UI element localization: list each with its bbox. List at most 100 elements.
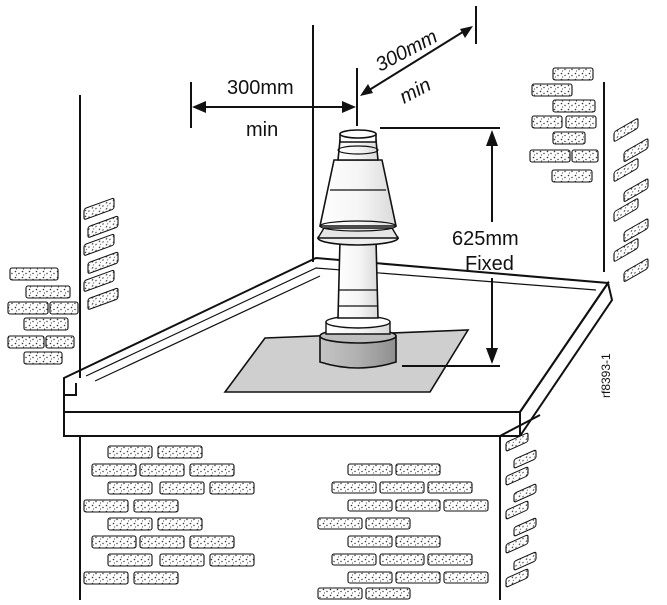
brick-lower-left-0 xyxy=(107,445,153,459)
brick-lower-right-0 xyxy=(347,463,393,476)
brick-lower-right-3 xyxy=(379,481,425,494)
brick-lower-right-6 xyxy=(395,499,441,512)
brick-lower-right-8 xyxy=(317,517,363,530)
brick-left-face-4 xyxy=(23,317,69,331)
brick-lower-right-10 xyxy=(347,535,393,548)
brick-right-face-1 xyxy=(531,83,573,97)
rear-arrow-upper xyxy=(460,26,473,38)
height-dimension: 625mm Fixed xyxy=(380,127,519,367)
flue-cone xyxy=(319,159,397,227)
brick-right-side-4 xyxy=(613,198,639,222)
brick-lower-left-2 xyxy=(91,463,137,477)
brick-lower-left-19 xyxy=(133,571,179,585)
figure-reference: rf8393-1 xyxy=(599,353,613,398)
brick-lower-left-11 xyxy=(157,517,203,531)
rear-clearance-dimension: 300mm min xyxy=(360,6,477,109)
brick-left-side-2 xyxy=(83,233,115,256)
brick-lower-side-8 xyxy=(505,568,529,588)
brick-right-side-0 xyxy=(613,118,639,142)
brick-lower-left-10 xyxy=(107,517,153,531)
brick-right-face-7 xyxy=(571,149,599,163)
brick-lower-left-3 xyxy=(139,463,185,477)
brick-lower-right-16 xyxy=(395,571,441,584)
brick-lower-side-0 xyxy=(505,432,529,452)
height-value: 625mm xyxy=(452,228,519,250)
lower-corner-link xyxy=(499,414,541,437)
brick-right-side-1 xyxy=(623,138,649,162)
brick-lower-left-7 xyxy=(209,481,255,495)
brick-left-face-7 xyxy=(23,351,63,365)
brick-lower-left-12 xyxy=(91,535,137,549)
brick-lower-side-2 xyxy=(505,466,529,486)
brick-right-side-2 xyxy=(613,158,639,182)
side-clearance-min: min xyxy=(246,119,278,141)
flue-upper-pipe xyxy=(337,139,379,161)
roof-front-face xyxy=(63,411,521,437)
roof-side-face xyxy=(519,280,614,437)
brick-right-face-8 xyxy=(551,169,593,183)
brick-right-face-0 xyxy=(552,67,594,81)
brick-left-face-5 xyxy=(7,335,45,349)
brick-lower-right-12 xyxy=(331,553,377,566)
brickwork xyxy=(7,67,649,600)
brick-left-side-4 xyxy=(83,269,115,292)
brick-left-face-3 xyxy=(49,301,79,315)
brick-lower-right-4 xyxy=(427,481,473,494)
brick-right-face-4 xyxy=(565,115,597,129)
brick-lower-right-1 xyxy=(395,463,441,476)
brick-lower-right-11 xyxy=(395,535,441,548)
roof-upstand-line xyxy=(85,267,597,377)
brick-lower-left-5 xyxy=(107,481,153,495)
side-arrow-right xyxy=(342,101,356,113)
lower-walls xyxy=(79,414,541,600)
brick-lower-left-16 xyxy=(159,553,205,567)
brick-lower-side-5 xyxy=(513,517,537,537)
brick-lower-right-14 xyxy=(427,553,473,566)
brick-lower-left-1 xyxy=(157,445,203,459)
brick-lower-side-6 xyxy=(505,534,529,554)
brick-lower-left-15 xyxy=(107,553,153,567)
brick-left-side-5 xyxy=(87,287,119,310)
flue-terminal xyxy=(316,129,400,369)
brick-lower-right-9 xyxy=(365,517,411,530)
brick-lower-left-14 xyxy=(189,535,235,549)
brick-lower-left-9 xyxy=(133,499,179,513)
brick-lower-side-3 xyxy=(513,483,537,503)
brick-lower-left-18 xyxy=(83,571,129,585)
brick-left-side-1 xyxy=(87,215,119,238)
brick-lower-left-4 xyxy=(189,463,235,477)
brick-lower-left-6 xyxy=(159,481,205,495)
flue-cap-top xyxy=(339,129,377,139)
brick-lower-right-7 xyxy=(443,499,489,512)
brick-lower-right-19 xyxy=(365,587,411,600)
side-clearance-dimension: 300mm min xyxy=(190,68,358,141)
brick-lower-right-5 xyxy=(347,499,393,512)
rear-clearance-min: min xyxy=(396,74,435,109)
brick-lower-side-4 xyxy=(505,500,529,520)
brick-lower-right-18 xyxy=(317,587,363,600)
brick-left-face-2 xyxy=(7,301,49,315)
brick-lower-right-2 xyxy=(331,481,377,494)
brick-right-face-2 xyxy=(552,99,596,113)
brick-lower-side-7 xyxy=(513,551,537,571)
brick-right-face-6 xyxy=(529,149,571,163)
brick-right-side-7 xyxy=(623,258,649,282)
brick-left-side-0 xyxy=(83,197,115,220)
brick-left-face-0 xyxy=(9,267,59,281)
brick-right-side-6 xyxy=(613,238,639,262)
flue-cone-bottom xyxy=(319,220,397,232)
brick-lower-side-1 xyxy=(513,449,537,469)
roof-upstand-line-2 xyxy=(94,275,321,382)
brick-right-face-3 xyxy=(531,115,563,129)
height-arrow-bottom xyxy=(486,348,498,364)
side-arrow-left xyxy=(192,101,206,113)
roof-left-lip xyxy=(63,378,77,412)
brick-left-face-1 xyxy=(25,285,71,299)
walls xyxy=(79,25,605,378)
rear-arrow-lower xyxy=(360,84,373,96)
brick-lower-right-13 xyxy=(379,553,425,566)
side-clearance-value: 300mm xyxy=(227,77,294,99)
height-arrow-top xyxy=(486,130,498,146)
